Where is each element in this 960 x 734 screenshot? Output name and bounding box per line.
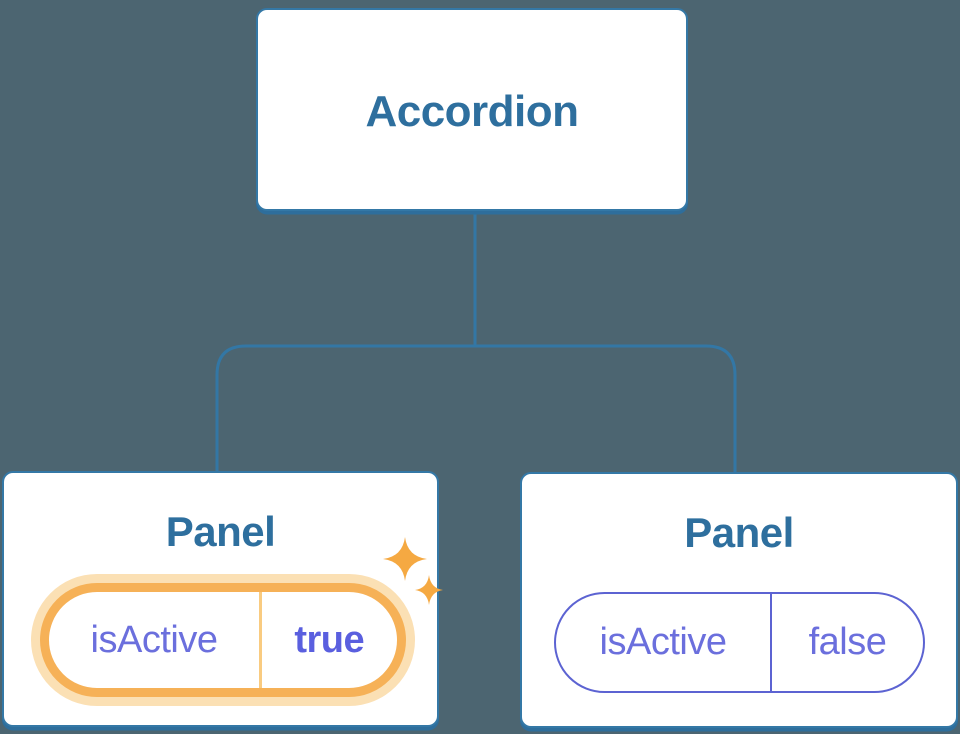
prop-badge-divider [770, 594, 772, 691]
accordion-root-node: Accordion [256, 8, 688, 211]
panel-node-label: Panel [165, 508, 276, 555]
accordion-node-label: Accordion [365, 87, 579, 136]
prop-value-label: false [808, 621, 887, 663]
panel-node-active: Panel isActive true [2, 471, 443, 727]
prop-badge-inactive: isActive false [554, 592, 925, 693]
sparkle-icon [383, 537, 443, 605]
prop-badge-active: isActive true [40, 583, 406, 697]
panel-node-label: Panel [684, 509, 794, 556]
prop-value-label: true [294, 618, 365, 661]
prop-name-label: isActive [90, 618, 218, 661]
prop-badge-divider [259, 592, 262, 688]
prop-name-label: isActive [599, 621, 727, 663]
panel-node-inactive: Panel isActive false [520, 472, 958, 728]
